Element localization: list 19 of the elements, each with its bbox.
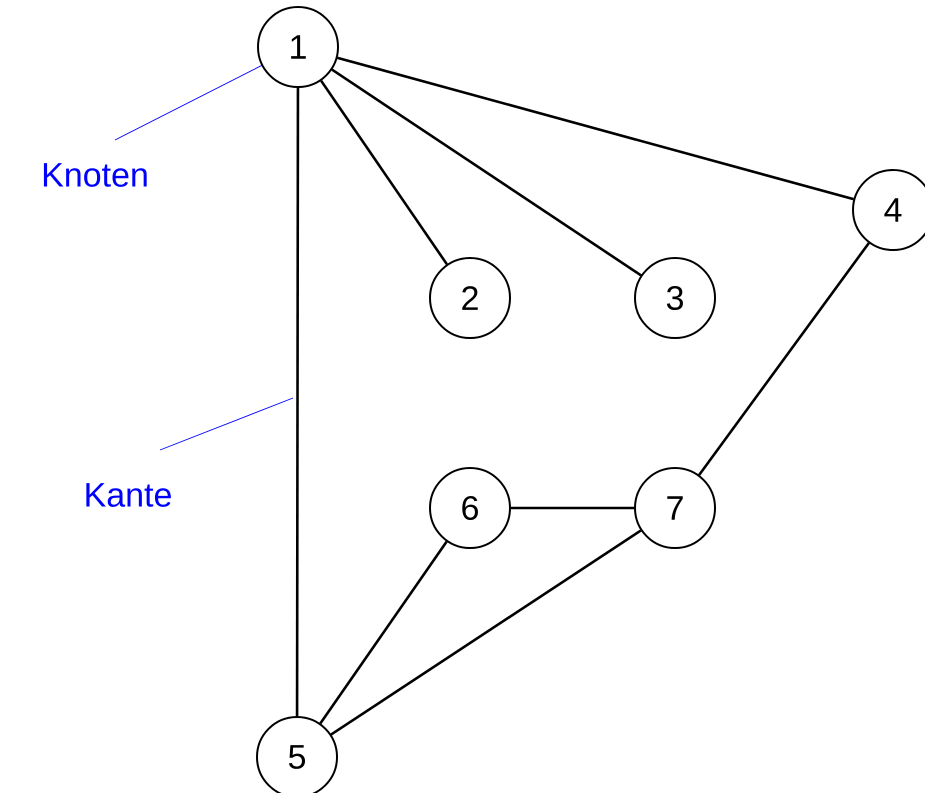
graph-edge bbox=[337, 56, 854, 200]
graph-edge bbox=[319, 540, 448, 724]
graph-edge bbox=[330, 529, 642, 736]
graph-node: 2 bbox=[429, 257, 511, 339]
graph-edge bbox=[320, 80, 448, 265]
graph-node: 6 bbox=[429, 467, 511, 549]
graph-node: 5 bbox=[256, 716, 338, 793]
graph-node: 1 bbox=[257, 6, 339, 88]
annotation-text: Knoten bbox=[44, 163, 147, 187]
leader-line bbox=[114, 65, 262, 140]
graph-edge bbox=[331, 68, 642, 276]
graph-node: 3 bbox=[634, 257, 716, 339]
leader-line bbox=[160, 398, 294, 450]
graph-edge bbox=[511, 506, 634, 510]
annotation-text: Kante bbox=[86, 483, 171, 507]
graph-node: 4 bbox=[852, 169, 925, 251]
graph-edge bbox=[296, 88, 300, 716]
graph-node: 7 bbox=[634, 467, 716, 549]
graph-edge bbox=[698, 242, 870, 476]
